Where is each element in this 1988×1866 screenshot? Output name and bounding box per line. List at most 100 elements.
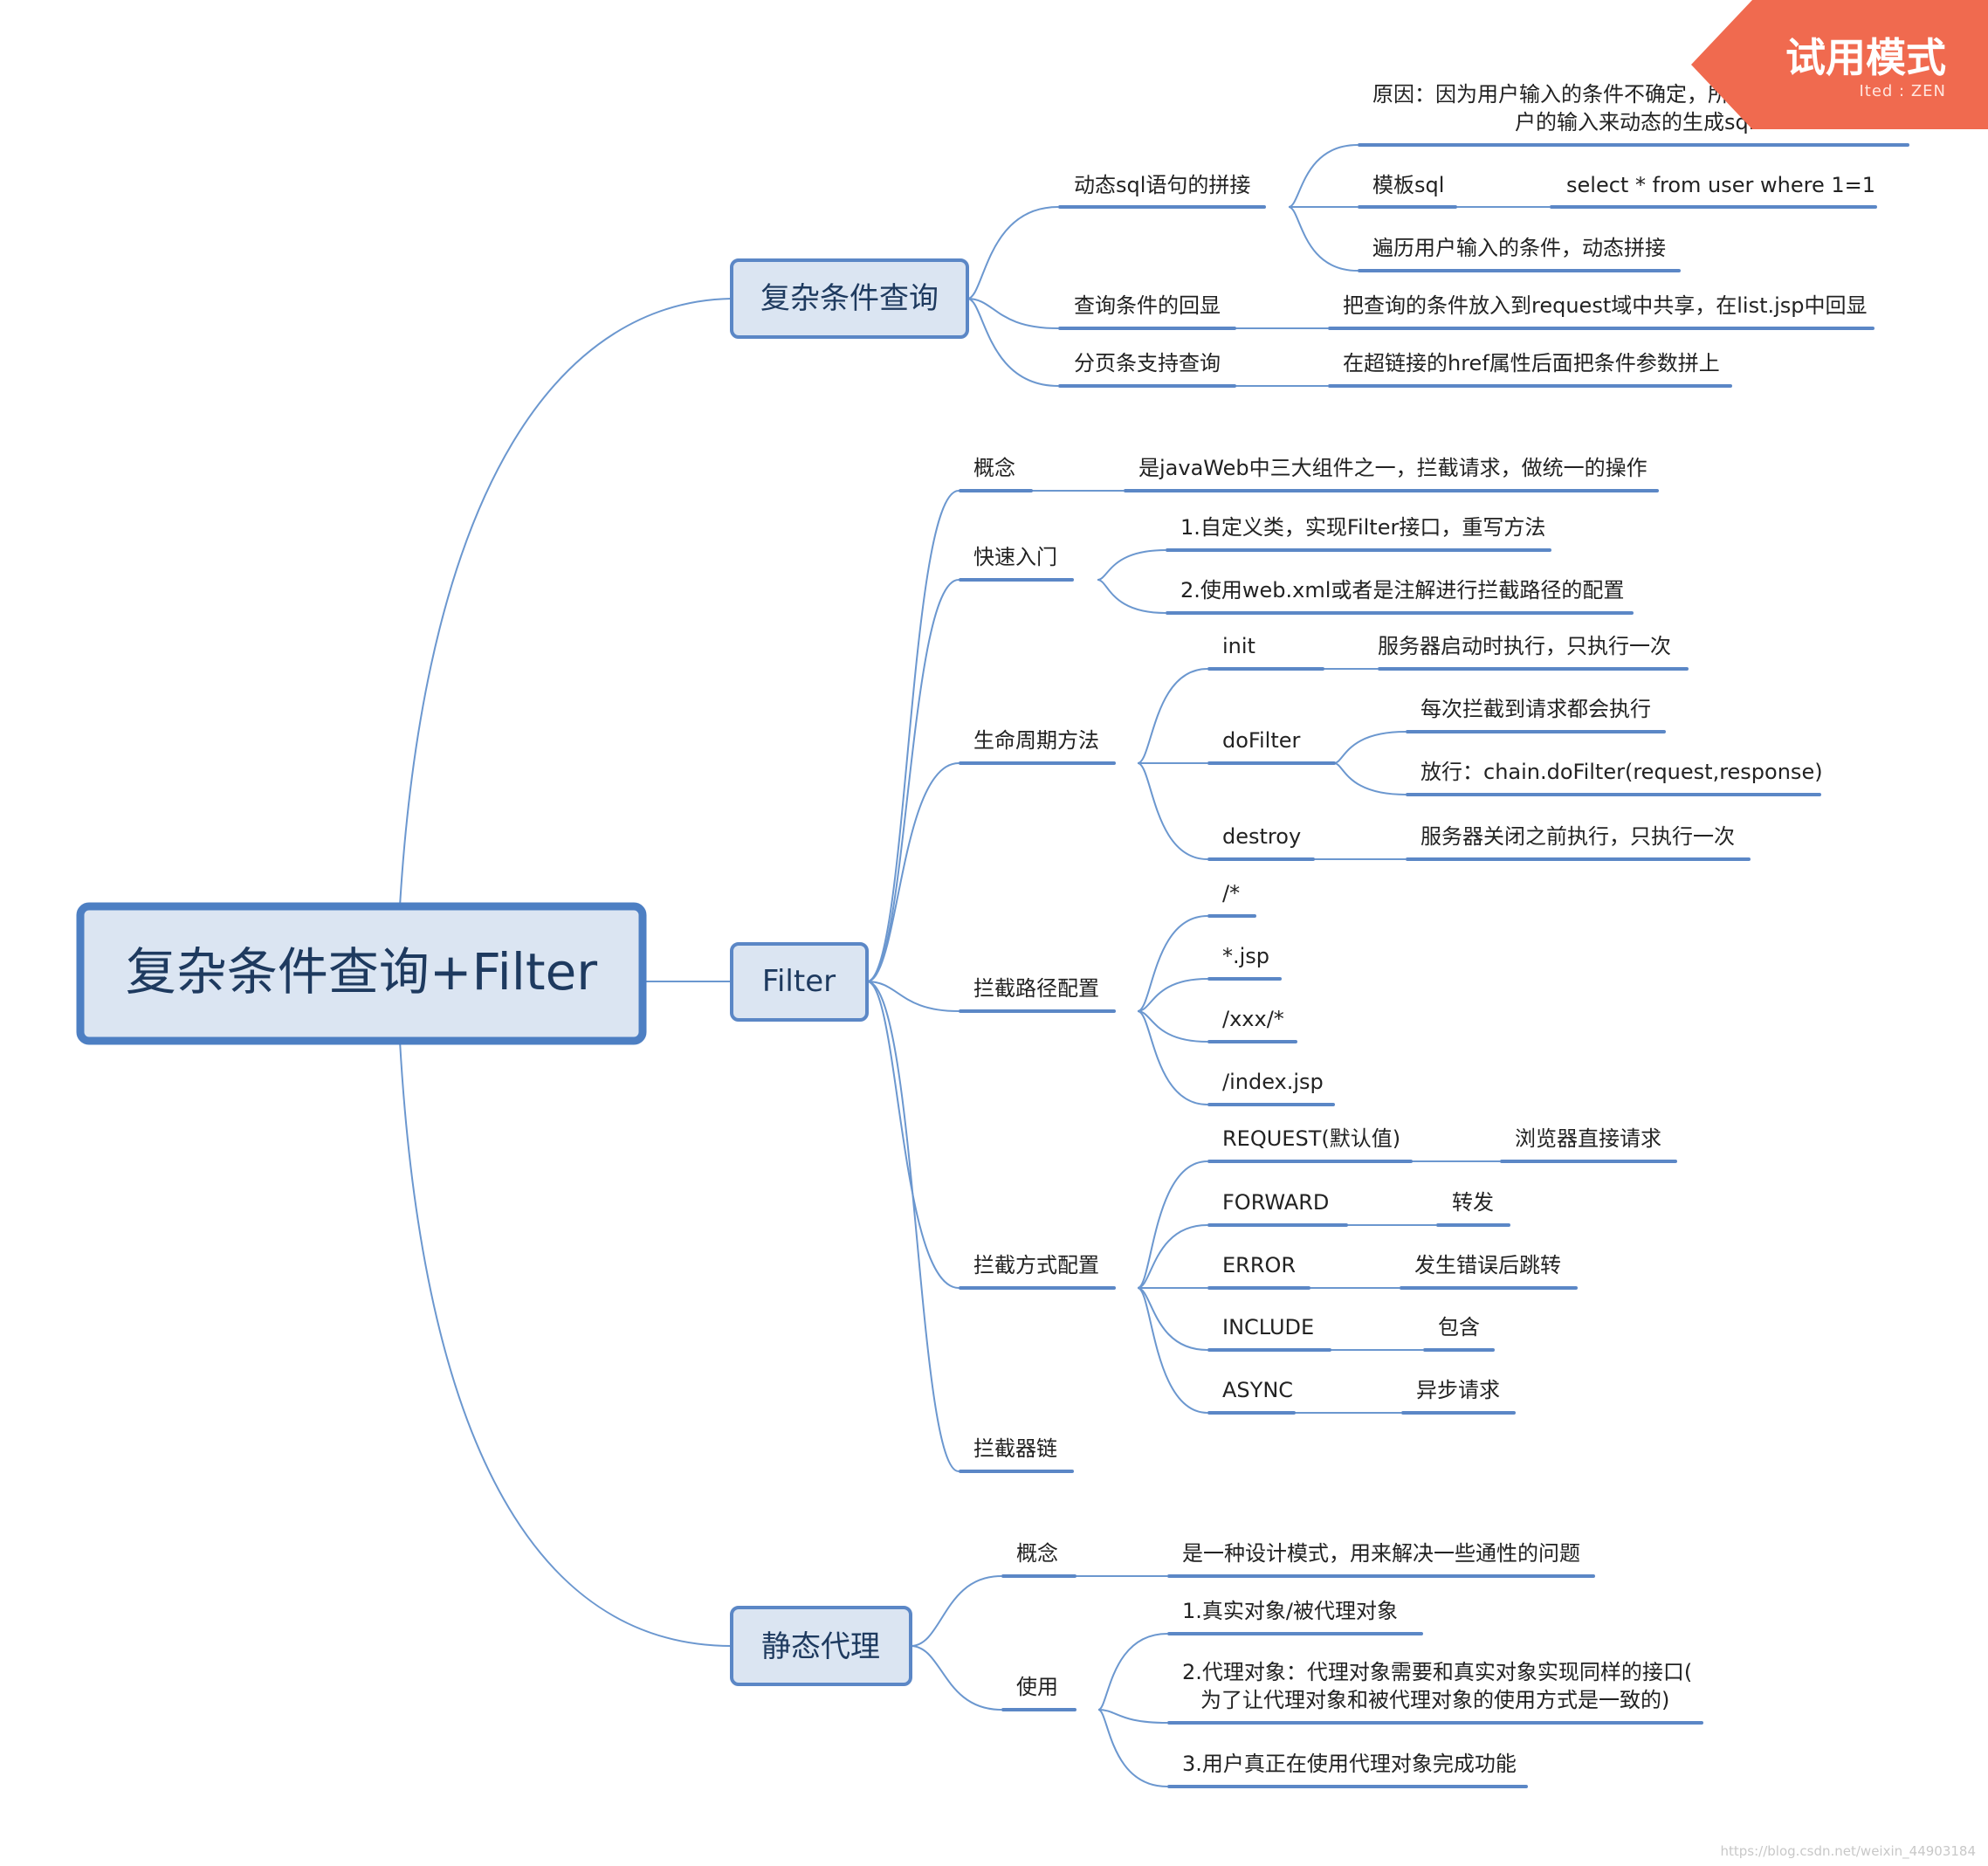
topic-dispatch-request[interactable]: REQUEST(默认值): [1207, 1126, 1413, 1163]
topic-path-item[interactable]: /xxx/*: [1207, 1007, 1297, 1043]
topic-filter-concept[interactable]: 概念: [959, 456, 1033, 492]
branch-label-filter: Filter: [762, 964, 836, 999]
topic-label: 服务器启动时执行，只执行一次: [1378, 634, 1671, 658]
topic-label: *.jsp: [1222, 944, 1269, 968]
topic-label: init: [1222, 634, 1255, 658]
topic-dispatch-async-value[interactable]: 异步请求: [1401, 1378, 1516, 1415]
topic-label: /*: [1222, 881, 1240, 905]
topic-filter-concept-value[interactable]: 是javaWeb中三大组件之一，拦截请求，做统一的操作: [1124, 456, 1659, 492]
topic-label: 浏览器直接请求: [1515, 1126, 1661, 1151]
topic-paging[interactable]: 分页条支持查询: [1058, 351, 1236, 388]
root-label: 复杂条件查询+Filter: [126, 942, 597, 1002]
topic-quickstart-step1[interactable]: 1.自定义类，实现Filter接口，重写方法: [1166, 515, 1551, 552]
topic-dispatch-request-value[interactable]: 浏览器直接请求: [1500, 1126, 1677, 1163]
topic-paging-value[interactable]: 在超链接的href属性后面把条件参数拼上: [1328, 351, 1732, 388]
topic-path-item[interactable]: /index.jsp: [1207, 1070, 1335, 1106]
topic-label: 户的输入来动态的生成sql: [1515, 110, 1754, 134]
topic-chain[interactable]: 拦截器链: [959, 1436, 1074, 1473]
topic-dispatch-error-value[interactable]: 发生错误后跳转: [1400, 1253, 1578, 1290]
topic-label: 在超链接的href属性后面把条件参数拼上: [1343, 351, 1720, 375]
topic-label: 为了让代理对象和被代理对象的使用方式是一致的): [1200, 1688, 1669, 1712]
topic-dofilter-value2[interactable]: 放行：chain.doFilter(request,response): [1406, 760, 1823, 796]
topic-paths[interactable]: 拦截路径配置: [959, 976, 1116, 1013]
topic-label: 是一种设计模式，用来解决一些通性的问题: [1182, 1541, 1580, 1566]
branch-node-filter[interactable]: Filter: [730, 942, 869, 1022]
root-node[interactable]: 复杂条件查询+Filter: [76, 902, 647, 1045]
topic-proxy-usage-item1[interactable]: 1.真实对象/被代理对象: [1167, 1599, 1423, 1635]
filter-edges: [866, 490, 1500, 1472]
proxy-edges: [910, 1575, 1168, 1787]
topic-label: 是javaWeb中三大组件之一，拦截请求，做统一的操作: [1138, 456, 1647, 480]
topic-label: /index.jsp: [1222, 1070, 1324, 1094]
branch-node-proxy[interactable]: 静态代理: [730, 1606, 912, 1686]
topic-path-item[interactable]: *.jsp: [1207, 944, 1282, 981]
topic-destroy-value[interactable]: 服务器关闭之前执行，只执行一次: [1406, 824, 1751, 861]
topic-label: 概念: [973, 456, 1015, 480]
topic-init[interactable]: init: [1207, 634, 1324, 671]
topic-path-item[interactable]: /*: [1207, 881, 1256, 918]
topic-proxy-concept[interactable]: 概念: [1001, 1541, 1077, 1578]
topic-dispatch-include[interactable]: INCLUDE: [1207, 1315, 1331, 1352]
topic-proxy-usage[interactable]: 使用: [1001, 1675, 1077, 1711]
topic-label: ERROR: [1222, 1253, 1296, 1277]
topic-label: doFilter: [1222, 728, 1300, 753]
topic-dispatch-forward[interactable]: FORWARD: [1207, 1190, 1348, 1227]
topic-label: INCLUDE: [1222, 1315, 1314, 1339]
branch-label-query: 复杂条件查询: [760, 281, 939, 316]
topic-proxy-usage-item3[interactable]: 3.用户真正在使用代理对象完成功能: [1167, 1752, 1528, 1788]
topic-dispatch-include-value[interactable]: 包含: [1423, 1315, 1495, 1352]
topic-template-sql-value[interactable]: select * from user where 1=1: [1550, 173, 1877, 209]
topic-label: 转发: [1452, 1190, 1494, 1215]
topic-dispatch[interactable]: 拦截方式配置: [959, 1253, 1116, 1290]
topic-quickstart-step2[interactable]: 2.使用web.xml或者是注解进行拦截路径的配置: [1166, 578, 1634, 615]
topic-label: 概念: [1016, 1541, 1058, 1566]
branch-node-query[interactable]: 复杂条件查询: [730, 258, 969, 339]
topic-label: 拦截路径配置: [973, 976, 1099, 1001]
topic-label: 查询条件的回显: [1074, 293, 1221, 318]
trial-badge-shape: [1691, 0, 1988, 129]
watermark: https://blog.csdn.net/weixin_44903184: [1720, 1843, 1976, 1859]
topic-template-sql[interactable]: 模板sql: [1358, 173, 1457, 209]
topic-lifecycle[interactable]: 生命周期方法: [959, 728, 1116, 765]
topic-init-value[interactable]: 服务器启动时执行，只执行一次: [1378, 634, 1689, 671]
topic-label: REQUEST(默认值): [1222, 1126, 1400, 1151]
topic-dispatch-error[interactable]: ERROR: [1207, 1253, 1310, 1290]
topic-label: destroy: [1222, 824, 1301, 849]
topic-label: 3.用户真正在使用代理对象完成功能: [1182, 1752, 1517, 1776]
topic-label: 把查询的条件放入到request域中共享，在list.jsp中回显: [1343, 293, 1868, 318]
trial-badge-title: 试用模式: [1785, 34, 1946, 81]
topic-iterate[interactable]: 遍历用户输入的条件，动态拼接: [1358, 236, 1681, 272]
topic-label: 拦截器链: [973, 1436, 1057, 1461]
topic-dofilter-value1[interactable]: 每次拦截到请求都会执行: [1406, 697, 1666, 733]
trial-badge-subtitle: Ited : ZEN: [1859, 82, 1946, 100]
topic-label: 动态sql语句的拼接: [1074, 173, 1250, 197]
topic-label: 包含: [1438, 1315, 1480, 1339]
topic-label: 2.使用web.xml或者是注解进行拦截路径的配置: [1180, 578, 1624, 602]
topic-label: 1.真实对象/被代理对象: [1182, 1599, 1398, 1623]
topic-dispatch-forward-value[interactable]: 转发: [1436, 1190, 1510, 1227]
topic-label: 2.代理对象：代理对象需要和真实对象实现同样的接口(: [1182, 1660, 1692, 1684]
topic-echo[interactable]: 查询条件的回显: [1058, 293, 1236, 330]
topic-destroy[interactable]: destroy: [1207, 824, 1315, 861]
topic-echo-value[interactable]: 把查询的条件放入到request域中共享，在list.jsp中回显: [1328, 293, 1874, 330]
topic-dispatch-async[interactable]: ASYNC: [1207, 1378, 1296, 1415]
branch-label-proxy: 静态代理: [761, 1629, 880, 1664]
topic-label: 模板sql: [1372, 173, 1444, 197]
topic-label: 使用: [1016, 1675, 1058, 1699]
topic-label: 快速入门: [973, 545, 1057, 569]
topic-label: 1.自定义类，实现Filter接口，重写方法: [1180, 515, 1545, 540]
topic-proxy-concept-value[interactable]: 是一种设计模式，用来解决一些通性的问题: [1167, 1541, 1595, 1578]
topic-label: 放行：chain.doFilter(request,response): [1420, 760, 1823, 784]
topic-quickstart[interactable]: 快速入门: [959, 545, 1074, 582]
topic-label: FORWARD: [1222, 1190, 1329, 1215]
topic-proxy-usage-item2[interactable]: 2.代理对象：代理对象需要和真实对象实现同样的接口( 为了让代理对象和被代理对象…: [1167, 1660, 1703, 1725]
topic-label: 异步请求: [1416, 1378, 1500, 1402]
topic-label: 生命周期方法: [973, 728, 1099, 753]
trial-badge: 试用模式 Ited : ZEN: [1691, 0, 1988, 129]
topic-dofilter[interactable]: doFilter: [1207, 728, 1336, 765]
topic-dynamic-sql[interactable]: 动态sql语句的拼接: [1058, 173, 1266, 209]
query-edges: [966, 144, 1550, 387]
topic-label: ASYNC: [1222, 1378, 1293, 1402]
topic-label: 遍历用户输入的条件，动态拼接: [1372, 236, 1666, 260]
